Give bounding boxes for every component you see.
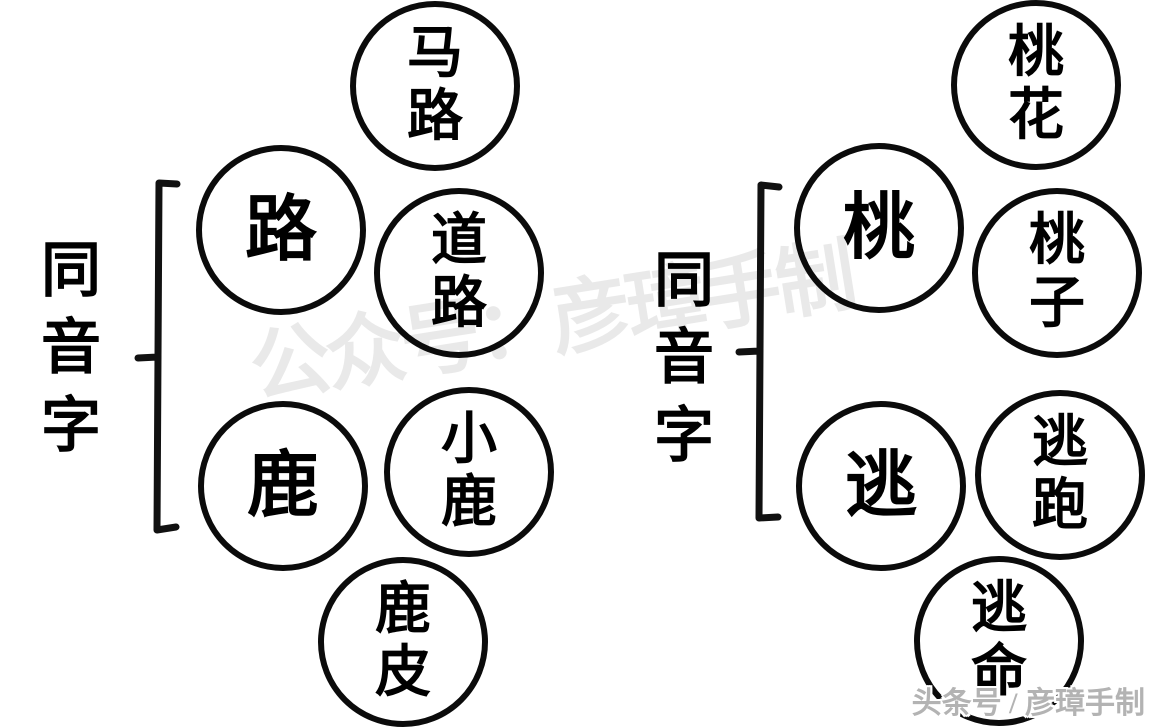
circle-malu-label: 马路 bbox=[407, 23, 463, 148]
circle-taozi-label: 桃子 bbox=[1029, 210, 1085, 335]
circle-taopao-label: 逃跑 bbox=[1032, 412, 1088, 537]
left-bracket-icon bbox=[134, 179, 181, 534]
circle-lupi: 鹿皮 bbox=[318, 557, 488, 727]
circle-lu-deer-label: 鹿 bbox=[247, 446, 320, 526]
circle-xiaolu-label: 小鹿 bbox=[441, 409, 497, 534]
circle-taohua: 桃花 bbox=[951, 0, 1121, 170]
right-group-label: 同音字 bbox=[654, 248, 714, 469]
circle-taoming: 逃命 bbox=[914, 556, 1084, 726]
circle-tao-peach-label: 桃 bbox=[843, 188, 916, 268]
left-group-label: 同音字 bbox=[41, 238, 101, 459]
circle-daolu-label: 道路 bbox=[431, 210, 487, 335]
circle-taoming-label: 逃命 bbox=[971, 578, 1027, 703]
circle-taohua-label: 桃花 bbox=[1008, 22, 1064, 147]
circle-daolu: 道路 bbox=[374, 188, 544, 358]
circle-lu-road: 路 bbox=[196, 145, 366, 315]
circle-tao-flee: 逃 bbox=[796, 401, 966, 571]
circle-xiaolu: 小鹿 bbox=[384, 387, 554, 557]
circle-taopao: 逃跑 bbox=[975, 390, 1145, 560]
circle-lupi-label: 鹿皮 bbox=[375, 579, 431, 704]
credit-watermark: 头条号 / 彦璋手制 bbox=[911, 687, 1145, 720]
circle-tao-peach: 桃 bbox=[794, 143, 964, 313]
circle-lu-road-label: 路 bbox=[245, 190, 318, 270]
circle-malu: 马路 bbox=[350, 1, 520, 171]
circle-tao-flee-label: 逃 bbox=[845, 446, 918, 526]
circle-taozi: 桃子 bbox=[972, 188, 1142, 358]
circle-lu-deer: 鹿 bbox=[198, 401, 368, 571]
